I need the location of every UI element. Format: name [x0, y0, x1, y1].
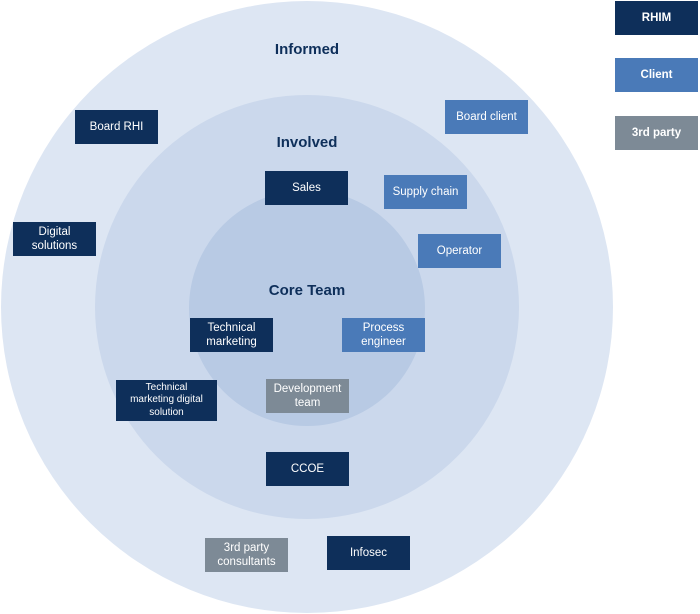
node-board-client: Board client: [445, 100, 528, 134]
node-process-engineer: Process engineer: [342, 318, 425, 352]
node-development-team: Development team: [266, 379, 349, 413]
node-technical-marketing-digital-solution: Technical marketing digital solution: [116, 380, 217, 421]
legend-third-party: 3rd party: [615, 116, 698, 150]
node-operator: Operator: [418, 234, 501, 268]
node-board-rhi: Board RHI: [75, 110, 158, 144]
node-third-party-consultants: 3rd party consultants: [205, 538, 288, 572]
legend-client: Client: [615, 58, 698, 92]
node-ccoe: CCOE: [266, 452, 349, 486]
node-technical-marketing: Technical marketing: [190, 318, 273, 352]
node-infosec: Infosec: [327, 536, 410, 570]
core-team-label: Core Team: [268, 282, 346, 299]
involved-label: Involved: [276, 134, 338, 151]
node-sales: Sales: [265, 171, 348, 205]
node-digital-solutions: Digital solutions: [13, 222, 96, 256]
node-supply-chain: Supply chain: [384, 175, 467, 209]
legend-rhim: RHIM: [615, 1, 698, 35]
informed-label: Informed: [274, 41, 340, 58]
